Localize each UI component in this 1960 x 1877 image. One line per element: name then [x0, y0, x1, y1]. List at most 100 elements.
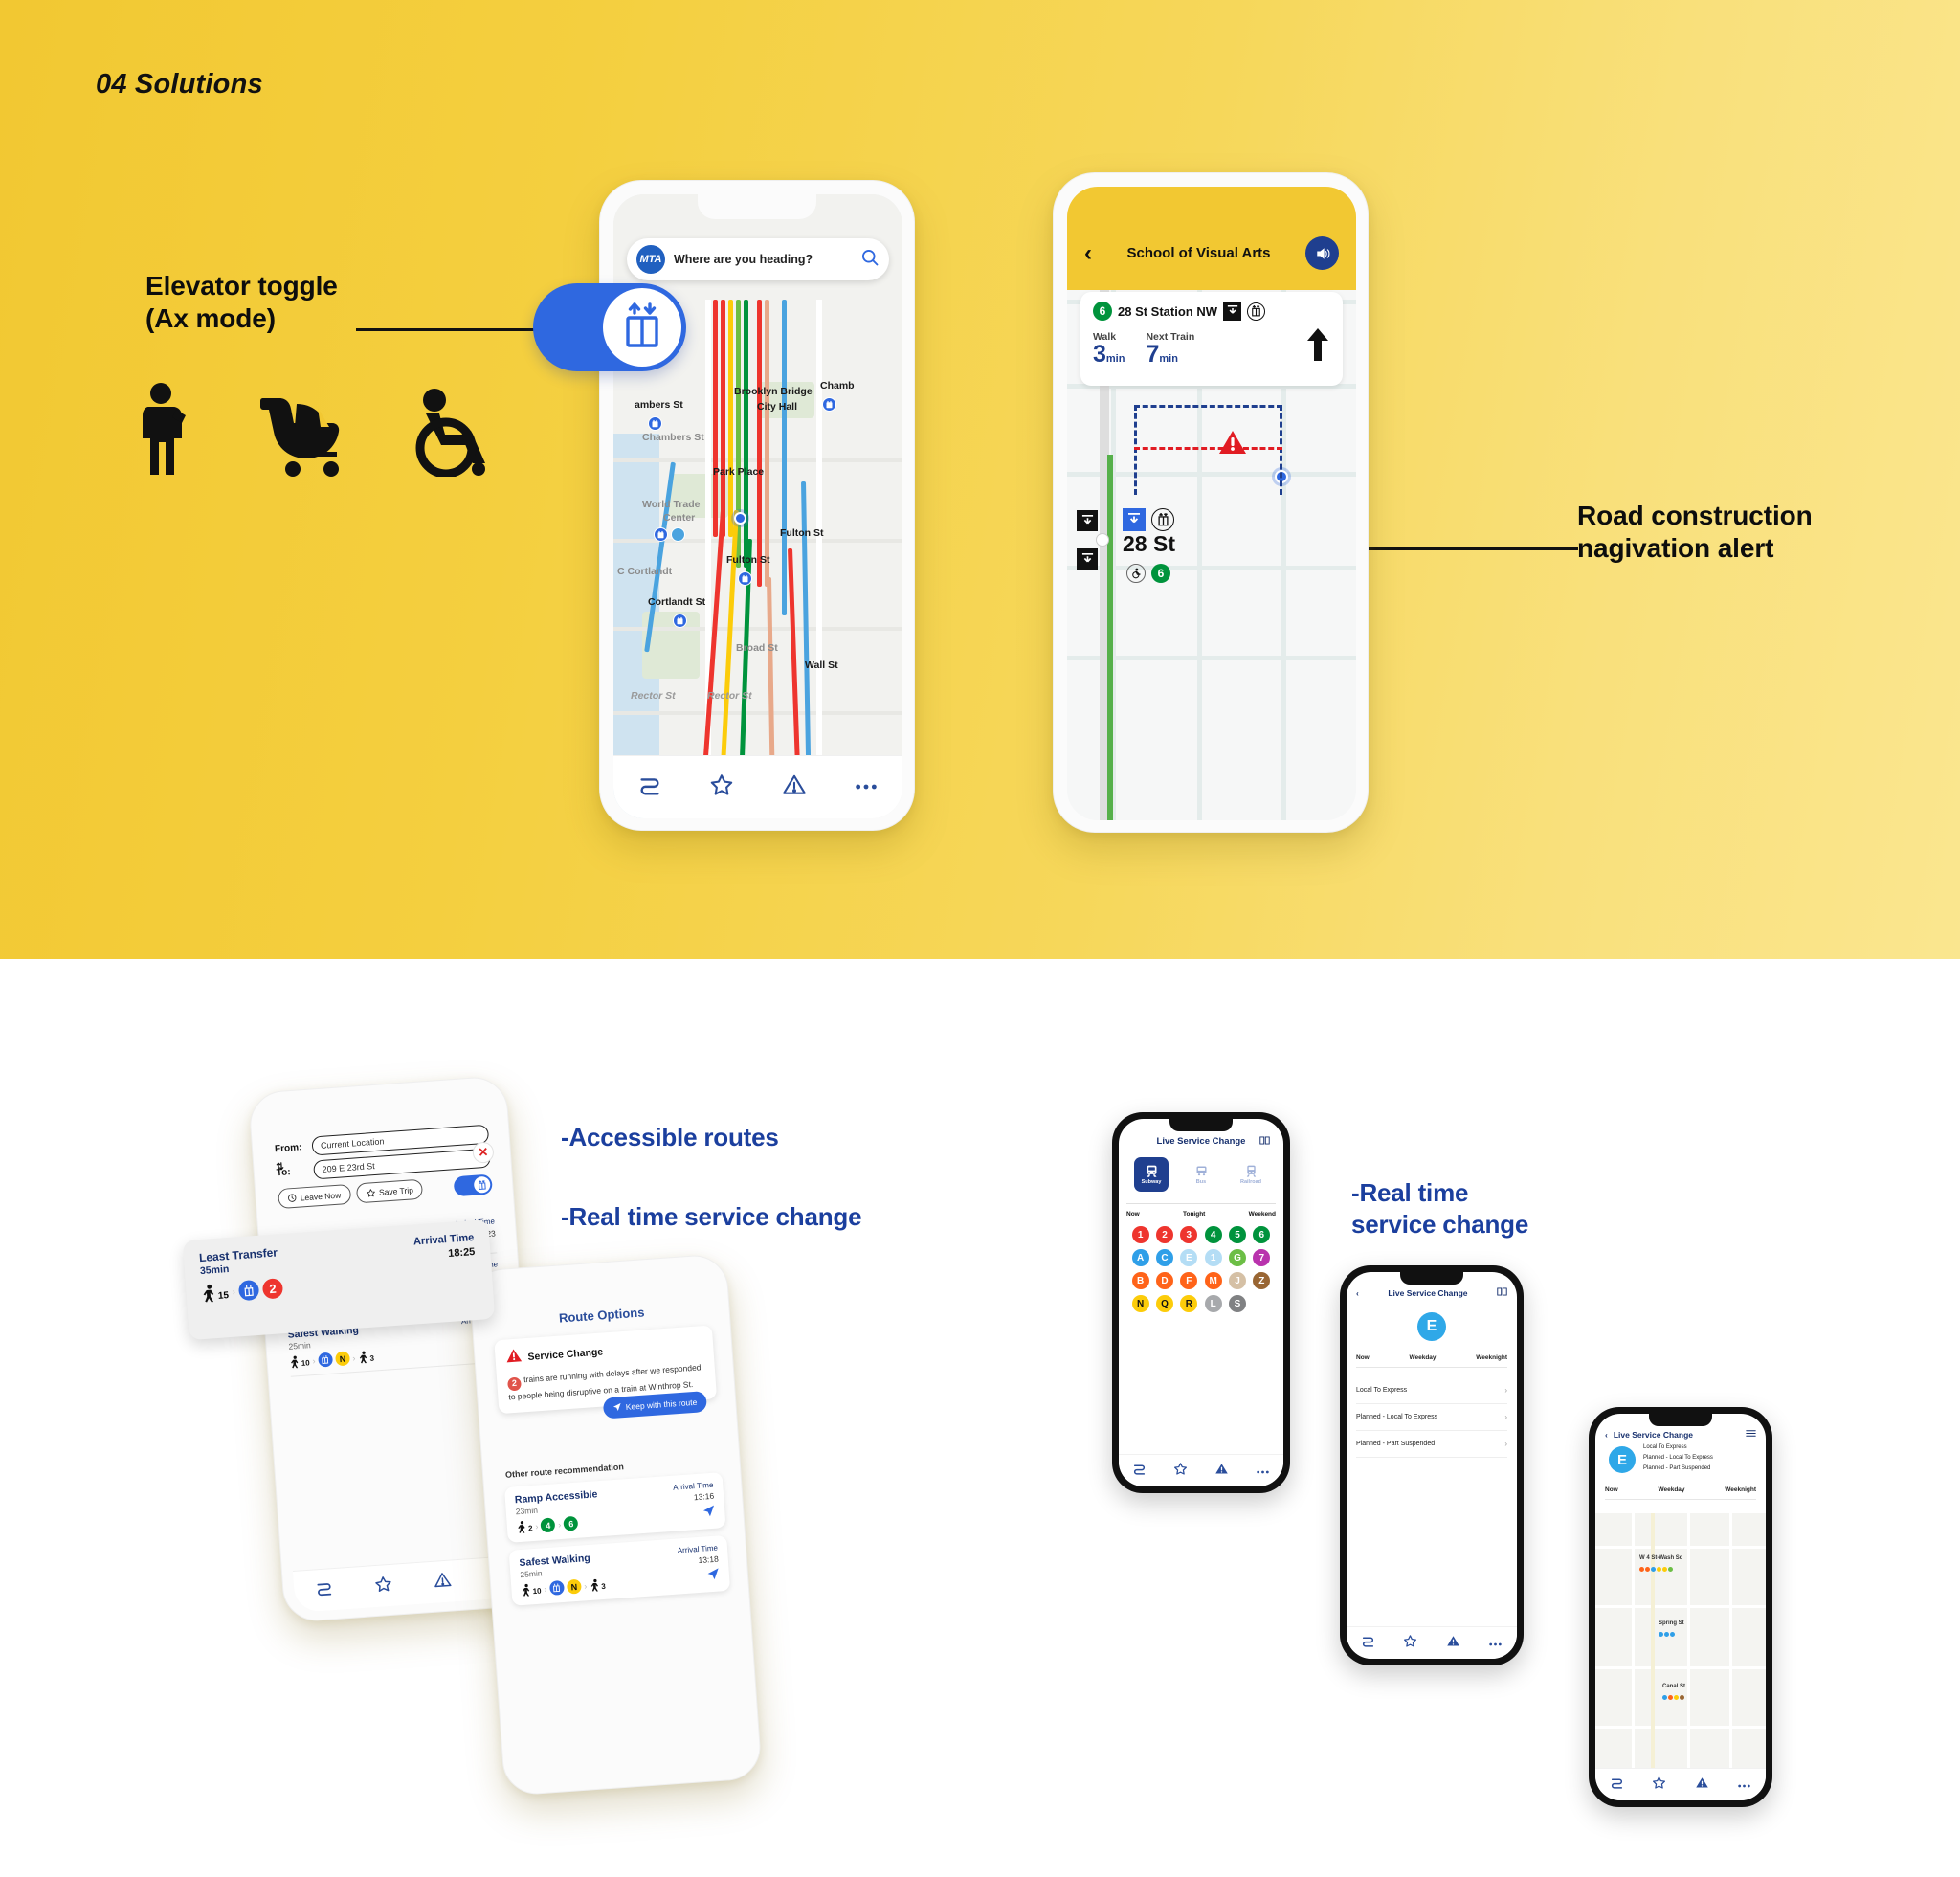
- chevron-left-icon[interactable]: ‹: [1605, 1429, 1608, 1440]
- selected-route-card[interactable]: Least Transfer 35min Arrival Time 18:25 …: [182, 1218, 496, 1341]
- time-tab-now[interactable]: Now: [1126, 1211, 1140, 1218]
- star-icon[interactable]: [1652, 1776, 1666, 1795]
- more-icon[interactable]: [1256, 1463, 1270, 1480]
- more-icon[interactable]: [1488, 1635, 1503, 1652]
- alert-icon[interactable]: [1695, 1776, 1709, 1795]
- line-badge[interactable]: 5: [1228, 1226, 1246, 1243]
- walk-segment: 3: [358, 1351, 374, 1364]
- alert-icon[interactable]: [433, 1570, 453, 1594]
- line-badge[interactable]: R: [1180, 1295, 1198, 1312]
- line-badge[interactable]: 6: [1253, 1226, 1271, 1243]
- mode-tab-subway[interactable]: Subway: [1134, 1157, 1169, 1192]
- star-icon[interactable]: [1403, 1634, 1417, 1653]
- time-tab-weekend[interactable]: Weekend: [1248, 1211, 1276, 1218]
- route-icon[interactable]: [637, 772, 662, 802]
- send-icon[interactable]: [706, 1568, 720, 1584]
- alert-label[interactable]: Local To Express: [1643, 1444, 1687, 1450]
- elevator-pin[interactable]: [822, 397, 836, 412]
- recommendation-card[interactable]: Ramp Accessible 23min Arrival Time 13:16…: [503, 1472, 726, 1543]
- save-trip-button[interactable]: Save Trip: [355, 1178, 424, 1204]
- line-badge[interactable]: 3: [1180, 1226, 1198, 1243]
- search-icon[interactable]: [860, 248, 880, 272]
- book-icon[interactable]: [1497, 1287, 1507, 1298]
- more-icon[interactable]: [1737, 1776, 1751, 1794]
- elevator-icon[interactable]: [1151, 508, 1174, 531]
- alert-label[interactable]: Planned - Part Suspended: [1643, 1465, 1711, 1472]
- elevator-toggle-knob[interactable]: [603, 288, 681, 367]
- speaker-icon[interactable]: [1305, 236, 1339, 270]
- time-tab-now[interactable]: Now: [1356, 1354, 1370, 1361]
- star-icon[interactable]: [709, 772, 734, 802]
- leave-now-button[interactable]: Leave Now: [278, 1183, 351, 1210]
- time-tab-tonight[interactable]: Tonight: [1182, 1211, 1206, 1218]
- route-icon[interactable]: [1610, 1776, 1624, 1795]
- line-badge[interactable]: 1: [1131, 1226, 1149, 1243]
- back-button[interactable]: ‹: [1084, 239, 1092, 266]
- route-icon[interactable]: [1361, 1634, 1375, 1653]
- line-badge[interactable]: B: [1131, 1272, 1149, 1289]
- list-item[interactable]: Local To Express›: [1356, 1377, 1507, 1404]
- line-badge[interactable]: Q: [1155, 1295, 1173, 1312]
- line-badge[interactable]: M: [1204, 1272, 1222, 1289]
- time-tab-weeknight[interactable]: Weeknight: [1476, 1354, 1507, 1361]
- alert-label[interactable]: Planned - Local To Express: [1643, 1455, 1713, 1462]
- recommendation-card[interactable]: Safest Walking 25min Arrival Time 13:18 …: [508, 1534, 731, 1606]
- construction-warning-icon[interactable]: [1218, 430, 1247, 460]
- line-badge[interactable]: E: [1180, 1249, 1198, 1266]
- search-bar[interactable]: MTA Where are you heading?: [627, 238, 889, 280]
- route-row[interactable]: Safest Walking 25min Arrival Time 13:18 …: [286, 1307, 505, 1377]
- mode-tab-railroad[interactable]: Railroad: [1234, 1157, 1268, 1192]
- route-icon[interactable]: [1132, 1462, 1147, 1481]
- line-badge[interactable]: F: [1180, 1272, 1198, 1289]
- elevator-pin[interactable]: [654, 527, 668, 542]
- ax-mode-toggle[interactable]: [453, 1173, 493, 1197]
- stairs-down-icon[interactable]: [1077, 510, 1098, 531]
- alert-icon[interactable]: [782, 772, 807, 802]
- line-badge[interactable]: G: [1228, 1249, 1246, 1266]
- line-badge-e[interactable]: E: [1609, 1446, 1636, 1473]
- mode-tab-bus[interactable]: Bus: [1184, 1157, 1218, 1192]
- list-item[interactable]: Planned - Local To Express›: [1356, 1404, 1507, 1431]
- more-icon[interactable]: [854, 779, 879, 796]
- line-badge[interactable]: 7: [1253, 1249, 1271, 1266]
- stairs-down-icon[interactable]: [1077, 548, 1098, 570]
- line-badge[interactable]: N: [1131, 1295, 1149, 1312]
- line-badge[interactable]: S: [1228, 1295, 1246, 1312]
- list-item[interactable]: Planned - Part Suspended›: [1356, 1431, 1507, 1458]
- line-badge[interactable]: C: [1155, 1249, 1173, 1266]
- time-tab-weeknight[interactable]: Weeknight: [1725, 1486, 1756, 1493]
- time-tab-weekday[interactable]: Weekday: [1409, 1354, 1437, 1361]
- line-bullet-6[interactable]: 6: [1151, 564, 1170, 583]
- clear-button[interactable]: ✕: [472, 1141, 495, 1164]
- elevator-pin[interactable]: [673, 614, 687, 628]
- line-badge[interactable]: A: [1131, 1249, 1149, 1266]
- star-icon[interactable]: [1173, 1462, 1188, 1481]
- line-badge-e[interactable]: E: [1417, 1312, 1446, 1341]
- line-badge[interactable]: Z: [1253, 1272, 1271, 1289]
- line-badge[interactable]: 1: [1204, 1249, 1222, 1266]
- star-icon[interactable]: [373, 1574, 393, 1598]
- alert-icon[interactable]: [1446, 1634, 1460, 1653]
- line-badge[interactable]: L: [1204, 1295, 1222, 1312]
- alert-icon[interactable]: [1214, 1462, 1229, 1481]
- line-badge[interactable]: 2: [1155, 1226, 1173, 1243]
- elevator-toggle-callout[interactable]: [533, 283, 686, 371]
- line-bullet-6[interactable]: 6: [1093, 302, 1112, 321]
- chevron-left-icon[interactable]: ‹: [1356, 1287, 1359, 1298]
- list-icon[interactable]: [1746, 1429, 1756, 1440]
- station-pin[interactable]: [671, 527, 685, 542]
- keep-route-button[interactable]: Keep with this route: [603, 1390, 707, 1419]
- elevator-pin[interactable]: [738, 571, 752, 586]
- time-tab-now[interactable]: Now: [1605, 1486, 1618, 1493]
- accessible-entrance-icon[interactable]: [1123, 508, 1146, 531]
- line-badge[interactable]: 4: [1204, 1226, 1222, 1243]
- route-icon[interactable]: [314, 1578, 334, 1602]
- time-tab-weekday[interactable]: Weekday: [1658, 1486, 1685, 1493]
- line-badge[interactable]: J: [1228, 1272, 1246, 1289]
- search-input[interactable]: Where are you heading?: [674, 253, 813, 266]
- elevator-pin[interactable]: [648, 416, 662, 431]
- book-icon[interactable]: [1259, 1136, 1270, 1148]
- send-icon[interactable]: [702, 1505, 716, 1521]
- line-badge[interactable]: D: [1155, 1272, 1173, 1289]
- mta-logo-icon: MTA: [636, 245, 665, 274]
